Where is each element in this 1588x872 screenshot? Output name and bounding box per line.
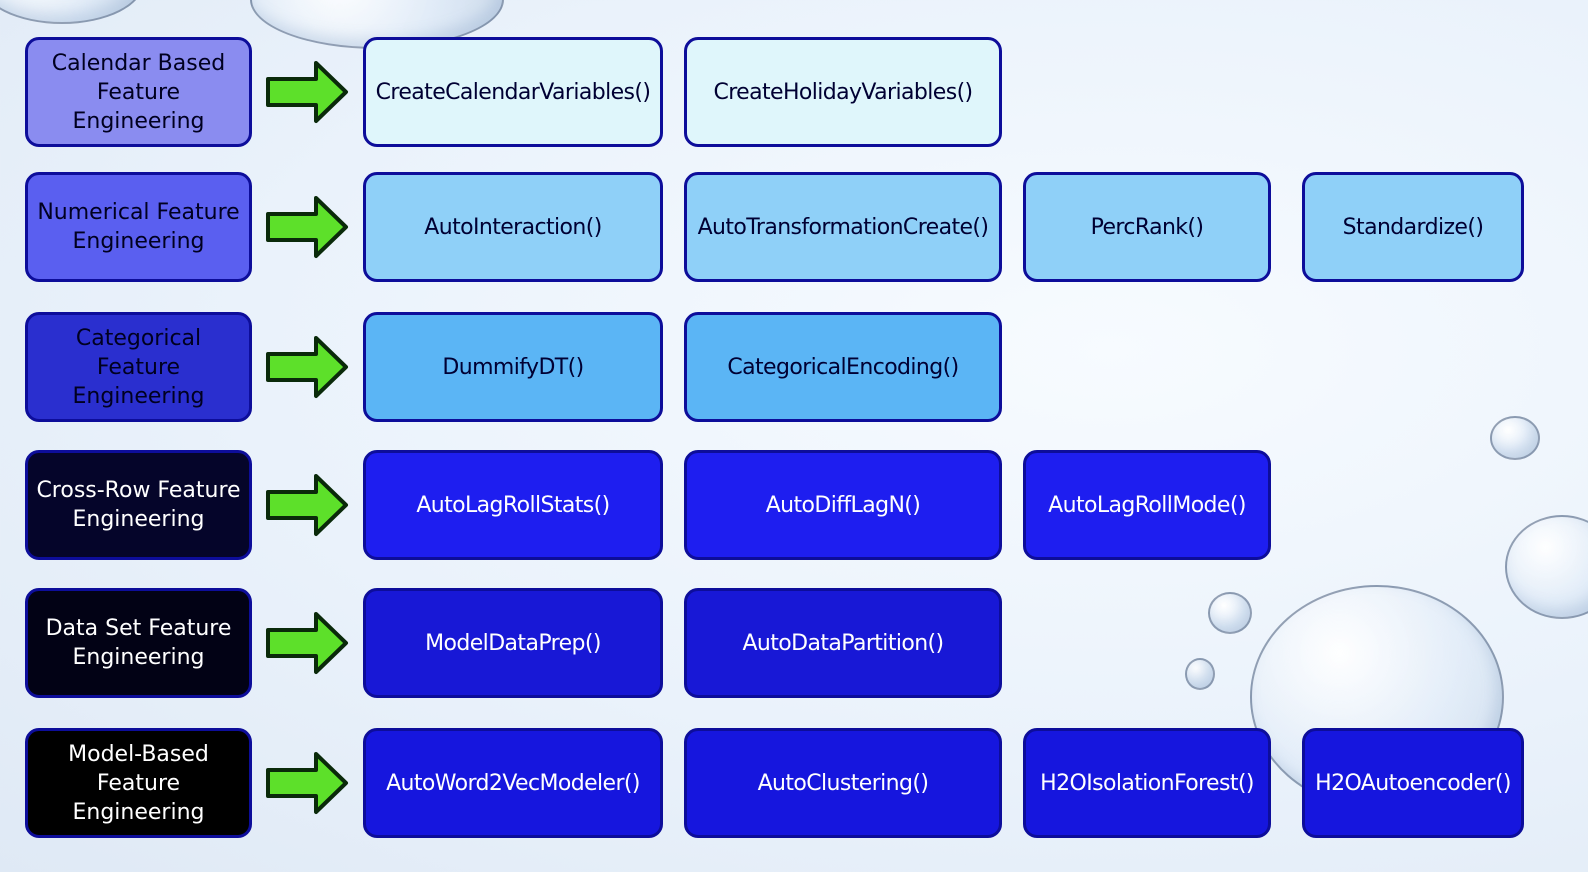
function-box-standardize: Standardize() [1302, 172, 1524, 282]
function-label: AutoLagRollStats() [416, 492, 610, 518]
category-box: Model-Based Feature Engineering [25, 728, 252, 838]
right-arrow-icon [266, 752, 348, 814]
function-label: AutoWord2VecModeler() [386, 770, 640, 796]
function-label: CreateHolidayVariables() [713, 79, 973, 105]
function-box-h2oautoencoder: H2OAutoencoder() [1302, 728, 1524, 838]
function-label: CategoricalEncoding() [727, 354, 959, 380]
function-box-percrank: PercRank() [1023, 172, 1271, 282]
water-drop [0, 0, 144, 24]
function-label: H2OAutoencoder() [1315, 770, 1511, 796]
category-label: Cross-Row Feature Engineering [36, 478, 241, 532]
right-arrow-icon [266, 612, 348, 674]
category-label: Model-Based Feature Engineering [68, 741, 209, 825]
function-box-autodifflagn: AutoDiffLagN() [684, 450, 1002, 560]
function-label: Standardize() [1342, 214, 1484, 240]
function-box-autolagrollstats: AutoLagRollStats() [363, 450, 663, 560]
right-arrow-icon [266, 61, 348, 123]
category-box: Numerical Feature Engineering [25, 172, 252, 282]
function-box-autodatapartition: AutoDataPartition() [684, 588, 1002, 698]
right-arrow-icon [266, 196, 348, 258]
function-box-categoricalencoding: CategoricalEncoding() [684, 312, 1002, 422]
function-label: AutoLagRollMode() [1048, 492, 1246, 518]
water-drop [1208, 592, 1252, 634]
category-label: Calendar Based Feature Engineering [51, 50, 226, 134]
function-label: ModelDataPrep() [425, 630, 601, 656]
function-label: PercRank() [1090, 214, 1204, 240]
category-label: Categorical Feature Engineering [72, 325, 205, 409]
category-box: Categorical Feature Engineering [25, 312, 252, 422]
category-box: Calendar Based Feature Engineering [25, 37, 252, 147]
function-label: AutoInteraction() [424, 214, 602, 240]
function-label: AutoDataPartition() [742, 630, 944, 656]
category-box: Data Set Feature Engineering [25, 588, 252, 698]
water-drop [1490, 416, 1540, 460]
function-label: CreateCalendarVariables() [375, 79, 651, 105]
function-label: H2OIsolationForest() [1040, 770, 1254, 796]
function-box-h2oisolationforest: H2OIsolationForest() [1023, 728, 1271, 838]
function-label: DummifyDT() [442, 354, 584, 380]
function-box-createcalendarvariables: CreateCalendarVariables() [363, 37, 663, 147]
water-drop [1505, 515, 1588, 619]
function-box-createholidayvariables: CreateHolidayVariables() [684, 37, 1002, 147]
function-box-autolagrollmode: AutoLagRollMode() [1023, 450, 1271, 560]
right-arrow-icon [266, 336, 348, 398]
function-box-autoword2vecmodeler: AutoWord2VecModeler() [363, 728, 663, 838]
function-label: AutoClustering() [757, 770, 929, 796]
function-box-autoclustering: AutoClustering() [684, 728, 1002, 838]
water-drop [1185, 658, 1215, 690]
category-box: Cross-Row Feature Engineering [25, 450, 252, 560]
function-box-autotransformationcreate: AutoTransformationCreate() [684, 172, 1002, 282]
function-label: AutoTransformationCreate() [697, 214, 989, 240]
function-box-autointeraction: AutoInteraction() [363, 172, 663, 282]
right-arrow-icon [266, 474, 348, 536]
category-label: Data Set Feature Engineering [45, 616, 232, 670]
function-label: AutoDiffLagN() [765, 492, 921, 518]
category-label: Numerical Feature Engineering [37, 200, 240, 254]
function-box-modeldataprep: ModelDataPrep() [363, 588, 663, 698]
function-box-dummifydt: DummifyDT() [363, 312, 663, 422]
